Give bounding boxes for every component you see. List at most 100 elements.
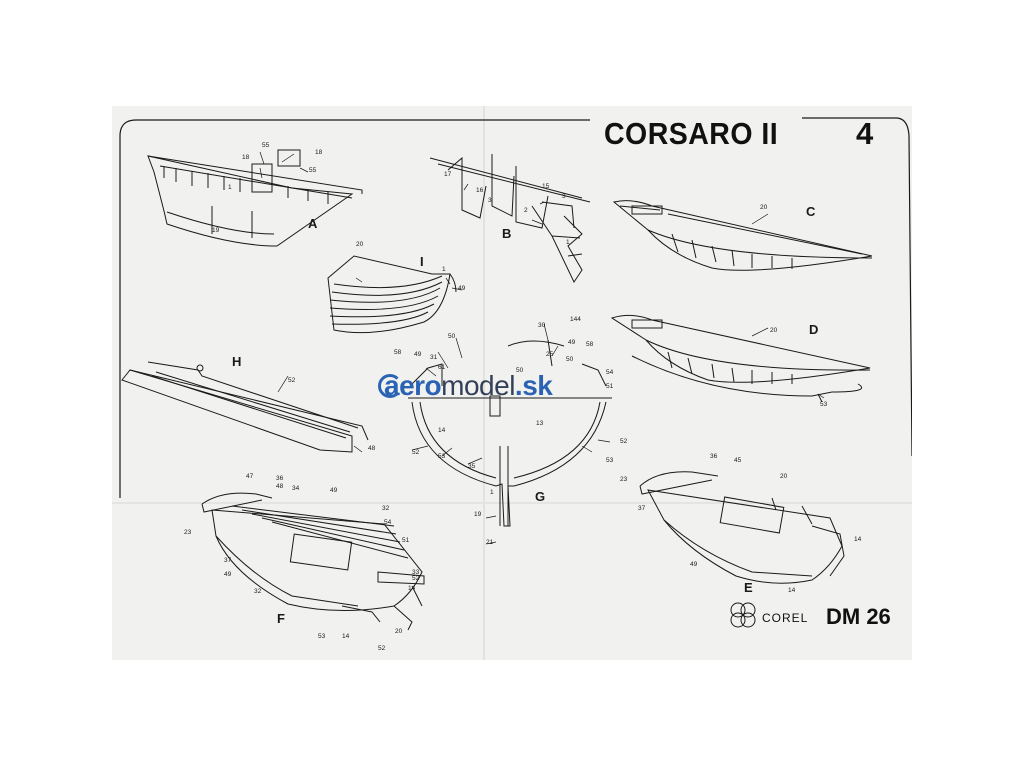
part-number-f: 37	[224, 557, 232, 564]
view-label-h: H	[232, 354, 241, 369]
part-number-h: 52	[288, 377, 296, 384]
part-number-f: 36	[276, 475, 284, 482]
part-number-g: 21	[486, 539, 494, 546]
part-number-f: 47	[246, 473, 254, 480]
part-number-g: 58	[586, 341, 594, 348]
part-number-e: 20	[780, 473, 788, 480]
part-number-e: 37	[638, 505, 646, 512]
part-number-e: 14	[788, 587, 796, 594]
assembly-drawing	[119, 117, 912, 631]
part-number-f: 34	[292, 485, 300, 492]
view-label-g: G	[535, 489, 545, 504]
part-number-e: 36	[710, 453, 718, 460]
part-number-f: 48	[276, 483, 284, 490]
part-number-g: 49	[568, 339, 576, 346]
part-number-g: 25	[546, 351, 554, 358]
vertical-fold	[483, 106, 485, 660]
part-number-f: 32	[254, 588, 262, 595]
part-number-b: 3	[562, 193, 566, 200]
part-number-g: 13	[536, 420, 544, 427]
part-number-g: 61	[438, 364, 446, 371]
part-number-g: 58	[394, 349, 402, 356]
model-code: DM 26	[826, 604, 891, 629]
watermark-suffix: .sk	[514, 370, 553, 401]
view-label-f: F	[277, 611, 285, 626]
watermark: aeromodel.sk	[384, 370, 553, 402]
part-number-f: 20	[395, 628, 403, 635]
part-number-b: 15	[542, 183, 550, 190]
part-number-g: 49	[414, 351, 422, 358]
part-number-i: 1	[442, 266, 446, 273]
part-number-g: 30	[538, 322, 546, 329]
part-number-g: 35	[468, 463, 476, 470]
view-label-d: D	[809, 322, 818, 337]
part-number-g: 31	[430, 354, 438, 361]
part-number-g: 51	[606, 383, 614, 390]
view-e-drawing	[639, 471, 845, 584]
watermark-ring-icon	[378, 374, 402, 398]
part-number-a: 18	[242, 154, 250, 161]
part-number-a: 19	[212, 227, 220, 234]
leader-lines	[259, 151, 825, 545]
sheet-number: 4	[856, 116, 874, 151]
part-number-e: 45	[734, 457, 742, 464]
view-label-e: E	[744, 580, 753, 595]
part-number-f: 53	[318, 633, 326, 640]
part-number-g: 144	[570, 316, 581, 323]
part-number-d: 20	[770, 327, 778, 334]
part-number-f: 14	[342, 633, 350, 640]
part-number-a: 55	[262, 142, 270, 149]
page-title: CORSARO II	[604, 116, 779, 151]
view-f-drawing	[201, 492, 425, 631]
view-h-drawing	[121, 361, 369, 453]
part-number-f: 49	[330, 487, 338, 494]
part-number-h: 48	[368, 445, 376, 452]
part-number-i: 20	[356, 241, 364, 248]
part-number-f: 52	[412, 575, 420, 582]
part-number-f: 49	[224, 571, 232, 578]
view-label-i: I	[420, 254, 424, 269]
view-b-drawing	[429, 154, 591, 284]
part-number-i: 49	[458, 285, 466, 292]
brand-name: COREL	[762, 611, 809, 625]
part-number-b: 1	[566, 239, 570, 246]
view-g-drawing	[408, 339, 612, 527]
part-number-e: 49	[690, 561, 698, 568]
watermark-middle: model	[441, 370, 515, 401]
part-number-f: 54	[384, 519, 392, 526]
part-number-f: 14	[408, 585, 416, 592]
part-number-f: 52	[378, 645, 386, 652]
part-number-g: 52	[412, 449, 420, 456]
horizontal-fold	[112, 502, 912, 504]
part-number-g: 19	[474, 511, 482, 518]
view-c-drawing	[612, 200, 873, 271]
part-number-g: 1	[490, 489, 494, 496]
view-a-drawing	[147, 149, 363, 247]
view-label-c: C	[806, 204, 816, 219]
part-number-f: 51	[402, 537, 410, 544]
part-number-g: 52	[620, 438, 628, 445]
part-number-a: 55	[309, 167, 317, 174]
part-number-e: 14	[854, 536, 862, 543]
view-label-a: A	[308, 216, 318, 231]
part-number-g: 50	[516, 367, 524, 374]
part-number-e: 23	[620, 476, 628, 483]
view-i-drawing	[327, 255, 457, 334]
part-number-b: 17	[444, 171, 452, 178]
watermark-prefix: aero	[384, 370, 442, 401]
part-number-b: 3	[488, 197, 492, 204]
part-number-g: 50	[566, 356, 574, 363]
part-number-g: 54	[606, 369, 614, 376]
part-number-d: 53	[820, 401, 828, 408]
view-d-drawing	[610, 314, 871, 403]
corel-logo-icon	[730, 602, 756, 628]
part-number-a: 1	[228, 184, 232, 191]
part-number-f: 33	[412, 569, 420, 576]
part-number-g: 14	[438, 427, 446, 434]
part-number-c: 20	[760, 204, 768, 211]
part-number-b: 2	[524, 207, 528, 214]
label-layer: ABCDEFGHI5518185511917161533212020533645…	[184, 142, 862, 652]
sheet-border	[119, 117, 912, 498]
part-number-g: 53	[438, 453, 446, 460]
